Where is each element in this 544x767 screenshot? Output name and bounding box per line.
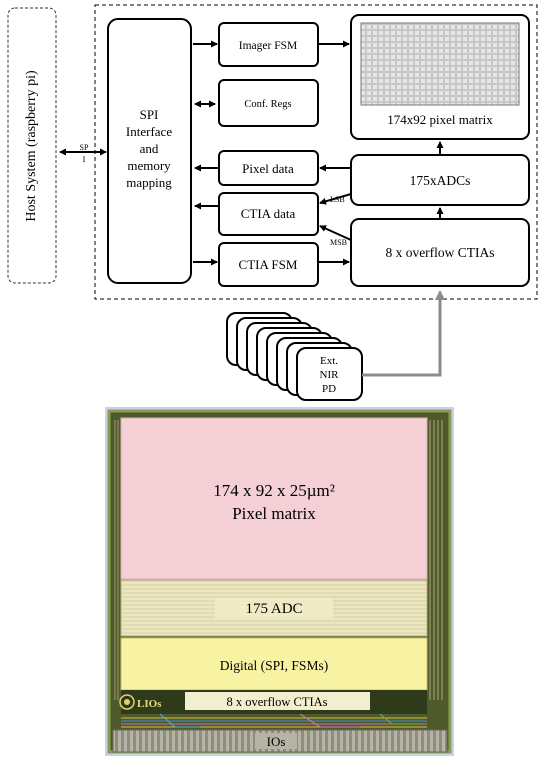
chip-ctia-label: 8 x overflow CTIAs [226, 695, 327, 709]
left-routing [114, 420, 119, 700]
photodiode-stack [226, 312, 363, 401]
chip-digital-label: Digital (SPI, FSMs) [220, 658, 328, 673]
chip-pixel-matrix-title: 174 x 92 x 25µm² [213, 481, 335, 500]
spi-link-label-1: SP [80, 143, 89, 152]
pixel-matrix-grid [360, 22, 520, 106]
ctia-fsm-label: CTIA FSM [239, 257, 298, 272]
arrow-lsb-to-ctia-data [319, 193, 352, 205]
lios-logo: LIOs [119, 694, 162, 710]
arrow-msb-to-ctia-data [319, 225, 352, 241]
conf-regs-block [218, 79, 319, 127]
ctia-data-label: CTIA data [241, 206, 296, 221]
right-routing [429, 420, 443, 700]
spi-interface-block [107, 18, 192, 284]
host-system-label: Host System (raspberry pi) [24, 70, 39, 222]
msb-label: MSB [330, 238, 347, 247]
spi-interface-line-4: memory [127, 158, 171, 173]
spi-link-label-2: I [83, 155, 86, 164]
pixel-matrix-label: 174x92 pixel matrix [387, 112, 493, 127]
chip-ctia-strip [185, 692, 370, 710]
chip-adc-label: 175 ADC [245, 601, 302, 617]
photodiode-label-3: PD [322, 383, 336, 395]
chip-adc-label-backdrop [215, 598, 333, 618]
ctia-data-block [218, 192, 319, 236]
host-system-box [7, 7, 57, 284]
chip-io-label-backdrop [255, 733, 297, 749]
spi-interface-line-1: SPI [140, 107, 159, 122]
adcs-label: 175xADCs [410, 173, 471, 188]
lios-logo-text: LIOs [137, 698, 162, 710]
wiring-area [121, 713, 427, 728]
spi-interface-line-2: Interface [126, 124, 172, 139]
photodiode-label-1: Ext. [320, 355, 338, 367]
photodiode-to-ctias-arrow [362, 290, 445, 377]
spi-interface-line-3: and [140, 141, 159, 156]
chip-io-label: IOs [267, 734, 286, 749]
chip-pixel-matrix-region [120, 417, 428, 580]
imager-fsm-label: Imager FSM [239, 40, 297, 52]
pixel-data-label: Pixel data [242, 161, 294, 176]
chip-pixel-matrix-subtitle: Pixel matrix [232, 504, 316, 523]
photodiode-label-2: NIR [320, 369, 340, 381]
ctia-fsm-block [218, 242, 319, 287]
chip-boundary [94, 4, 538, 300]
lsb-label: LSB [330, 195, 345, 204]
spi-interface-line-5: mapping [126, 175, 172, 190]
chip-digital-region [120, 637, 428, 691]
ctias-label: 8 x overflow CTIAs [385, 245, 494, 260]
conf-regs-label: Conf. Regs [244, 99, 291, 110]
